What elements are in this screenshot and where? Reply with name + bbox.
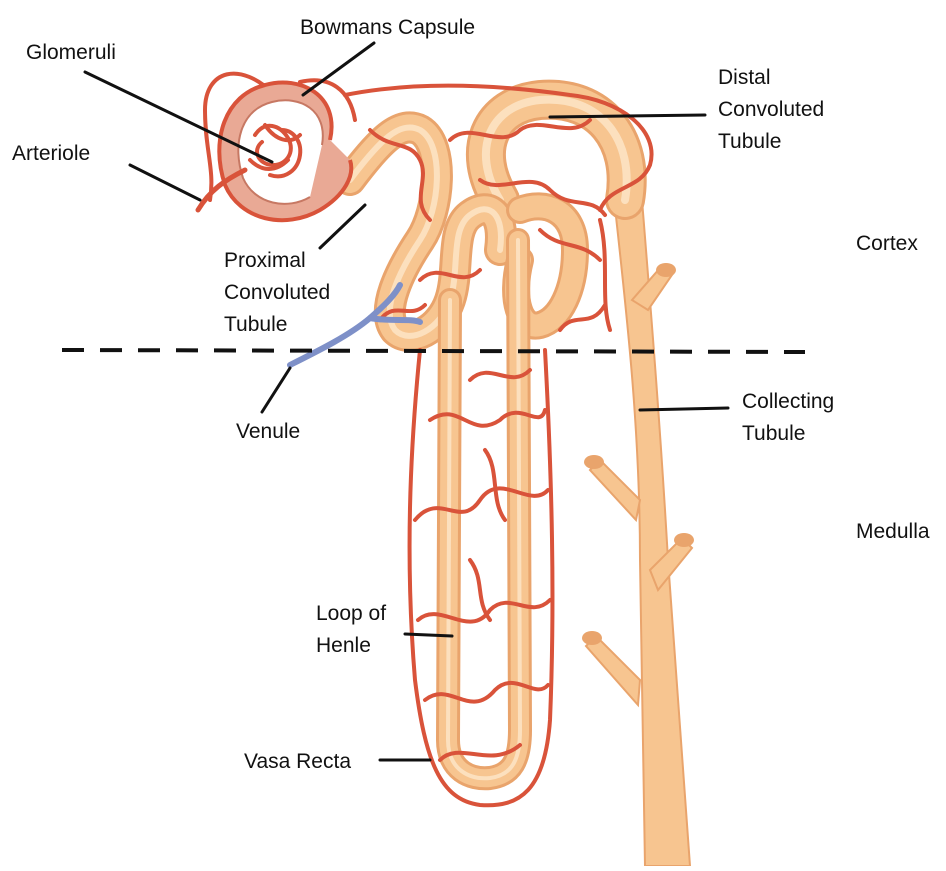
leader-distal-tubule bbox=[550, 115, 705, 117]
label-loop-of-henle: Loop of Henle bbox=[316, 598, 386, 662]
leader-loop-of-henle bbox=[405, 634, 452, 636]
leader-venule bbox=[262, 368, 290, 412]
label-venule: Venule bbox=[236, 416, 300, 448]
collecting-tubule-shape bbox=[582, 175, 694, 866]
leader-proximal-tubule bbox=[320, 205, 365, 248]
label-distal-tubule: Distal Convoluted Tubule bbox=[718, 62, 824, 158]
label-proximal-tubule: Proximal Convoluted Tubule bbox=[224, 245, 330, 341]
label-arteriole: Arteriole bbox=[12, 138, 90, 170]
bowmans-capsule-shape bbox=[219, 82, 351, 220]
label-glomeruli: Glomeruli bbox=[26, 37, 116, 69]
label-cortex: Cortex bbox=[856, 228, 918, 260]
label-medulla: Medulla bbox=[856, 516, 930, 548]
label-collecting-tubule: Collecting Tubule bbox=[742, 386, 834, 450]
label-bowmans-capsule: Bowmans Capsule bbox=[300, 12, 475, 44]
cortex-medulla-boundary bbox=[62, 350, 805, 352]
leader-arteriole bbox=[130, 165, 200, 200]
label-vasa-recta: Vasa Recta bbox=[244, 746, 351, 778]
leader-collecting-tubule bbox=[640, 408, 728, 410]
